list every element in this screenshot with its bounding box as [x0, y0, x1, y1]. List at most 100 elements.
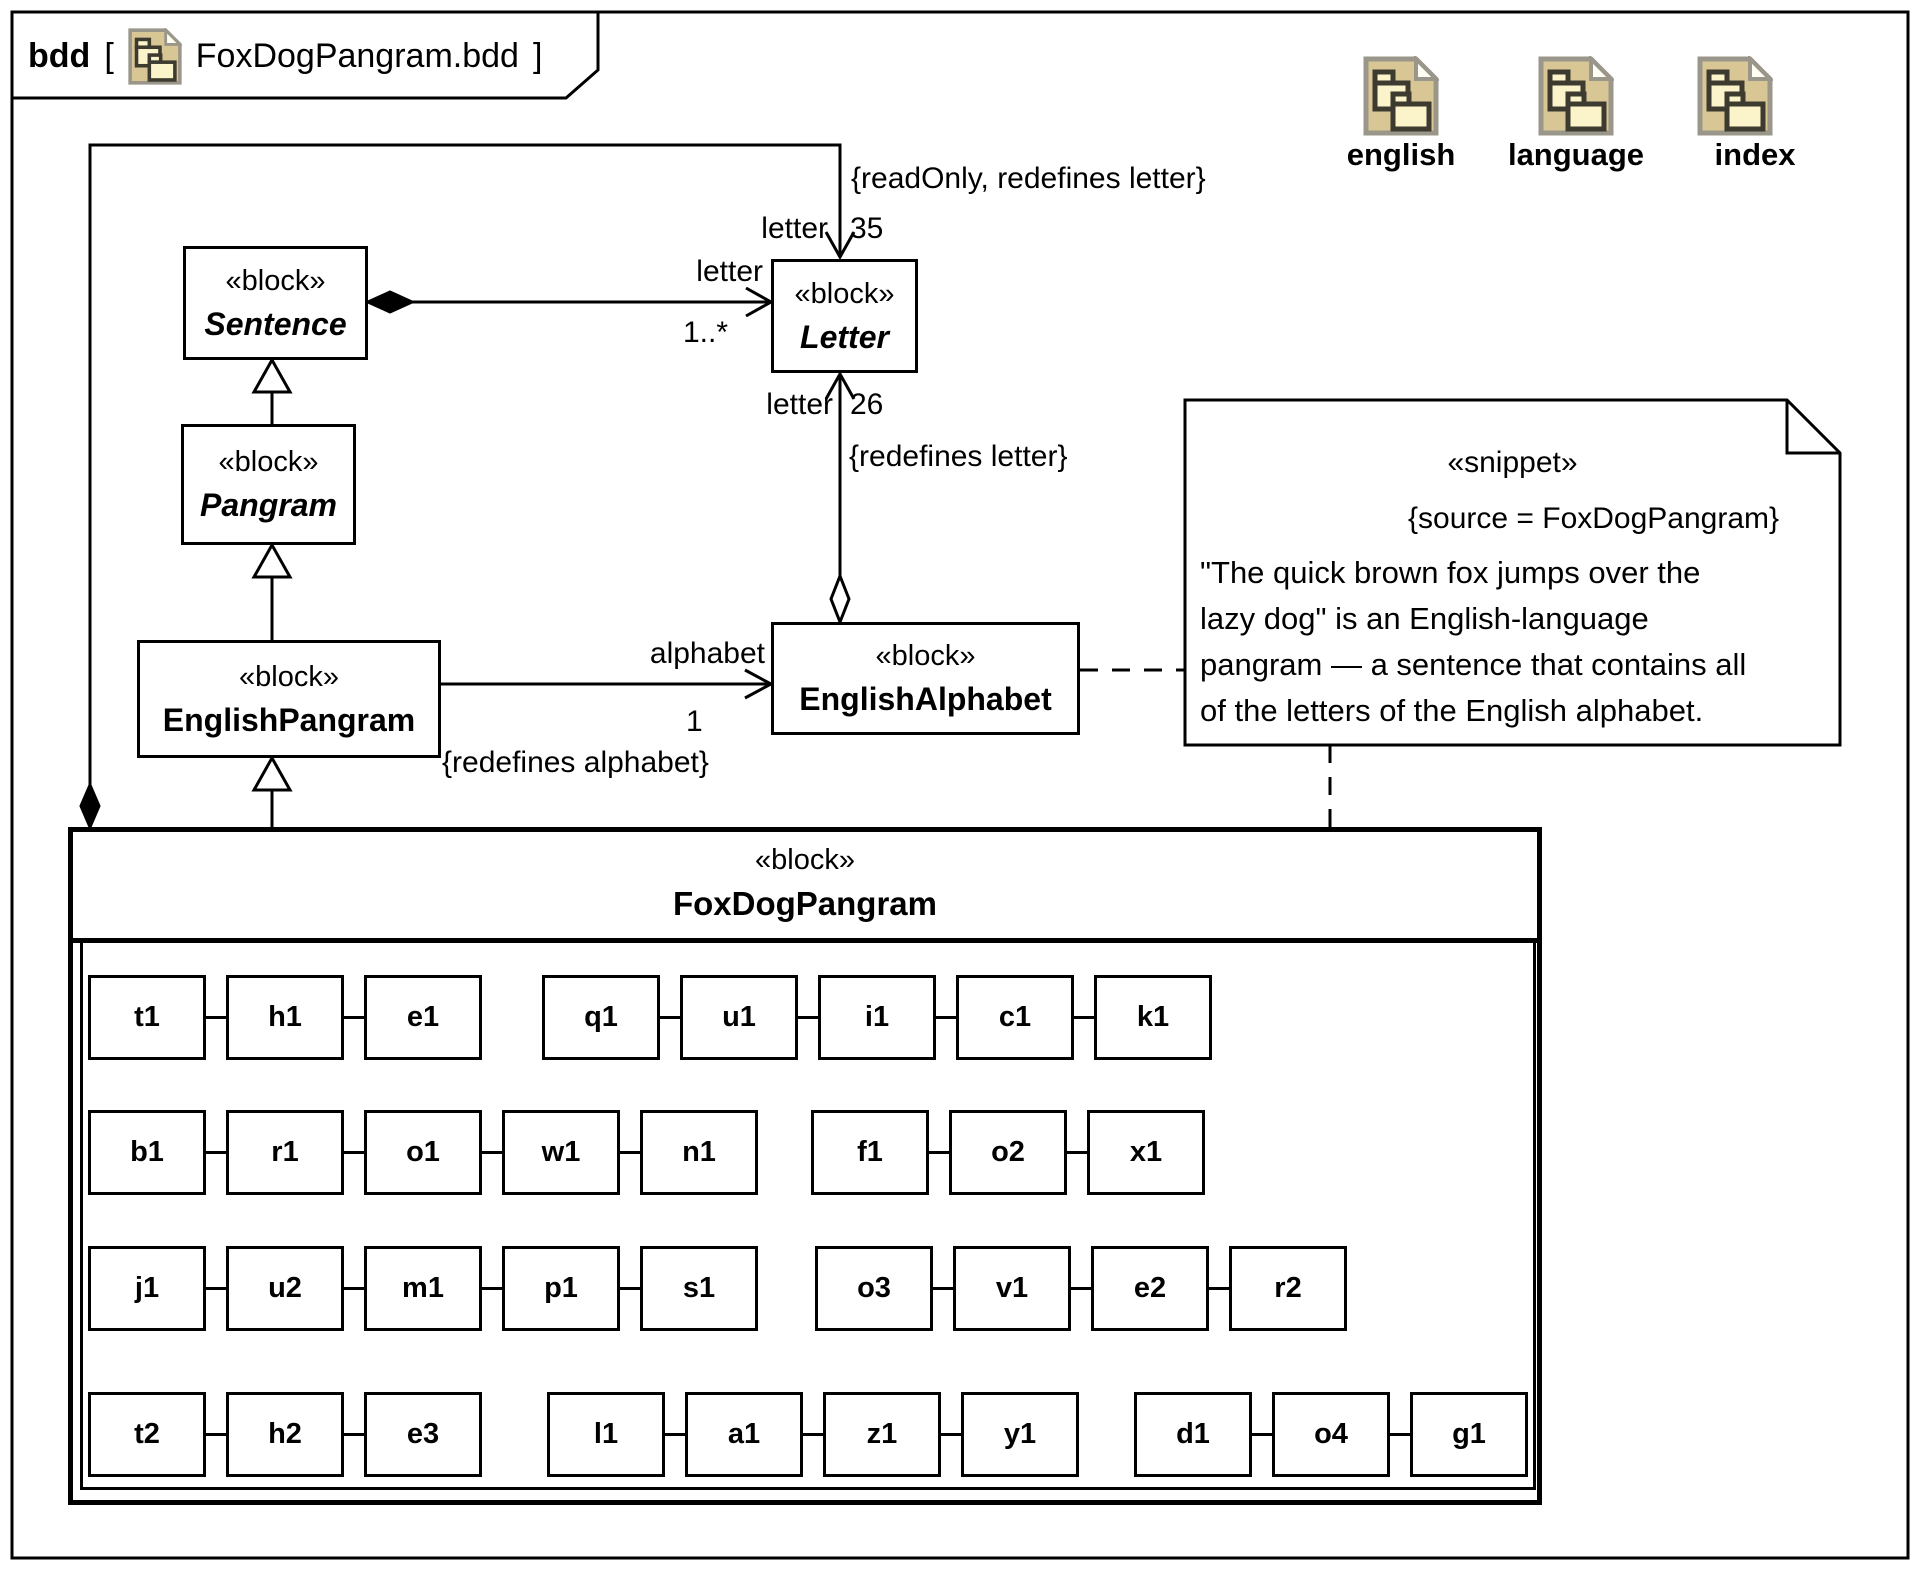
block-letter[interactable]: «block» Letter [771, 259, 918, 373]
part-label: g1 [1452, 1418, 1486, 1450]
language-package-icon[interactable] [1538, 56, 1614, 136]
part-connector [206, 1016, 226, 1019]
block-sentence[interactable]: «block» Sentence [183, 246, 368, 360]
stereotype: «block» [794, 277, 895, 310]
part-f1[interactable]: f1 [811, 1110, 929, 1195]
part-label: z1 [866, 1418, 898, 1450]
multiplicity-26: 26 [850, 388, 884, 421]
diagram-document-icon [128, 27, 182, 85]
part-z1[interactable]: z1 [823, 1392, 941, 1477]
part-n1[interactable]: n1 [640, 1110, 758, 1195]
word-brown: b1 r1 o1 w1 n1 [88, 1110, 758, 1195]
part-q1[interactable]: q1 [542, 975, 660, 1060]
word-the-1: t1 h1 e1 [88, 975, 482, 1060]
part-y1[interactable]: y1 [961, 1392, 1079, 1477]
multiplicity-1: 1 [686, 705, 703, 738]
part-label: e1 [406, 1001, 440, 1033]
block-english-pangram[interactable]: «block» EnglishPangram [137, 640, 441, 758]
frame-keyword: bdd [28, 36, 91, 75]
part-r2[interactable]: r2 [1229, 1246, 1347, 1331]
part-connector [933, 1287, 953, 1290]
part-s1[interactable]: s1 [640, 1246, 758, 1331]
index-icon-label[interactable]: index [1714, 137, 1796, 172]
part-i1[interactable]: i1 [818, 975, 936, 1060]
block-name: Pangram [200, 487, 337, 523]
index-package-icon[interactable] [1697, 56, 1773, 136]
part-a1[interactable]: a1 [685, 1392, 803, 1477]
part-label: h1 [268, 1001, 302, 1033]
part-v1[interactable]: v1 [953, 1246, 1071, 1331]
part-connector [620, 1151, 640, 1154]
part-o4[interactable]: o4 [1272, 1392, 1390, 1477]
frame-title: bdd [ FoxDogPangram.bdd ] [28, 24, 542, 88]
part-o3[interactable]: o3 [815, 1246, 933, 1331]
part-label: r1 [271, 1136, 299, 1168]
part-connector [660, 1016, 680, 1019]
part-connector [482, 1287, 502, 1290]
part-label: h2 [268, 1418, 302, 1450]
part-t1[interactable]: t1 [88, 975, 206, 1060]
role-alphabet: alphabet [649, 637, 765, 670]
open-arrowhead [824, 231, 856, 261]
word-quick: q1 u1 i1 c1 k1 [542, 975, 1212, 1060]
block-english-alphabet[interactable]: «block» EnglishAlphabet [771, 622, 1080, 735]
part-b1[interactable]: b1 [88, 1110, 206, 1195]
part-label: j1 [134, 1272, 160, 1304]
composition-foxdog-letter [79, 143, 856, 831]
part-o2[interactable]: o2 [949, 1110, 1067, 1195]
language-icon-label[interactable]: language [1507, 137, 1645, 172]
part-g1[interactable]: g1 [1410, 1392, 1528, 1477]
role-letter-26: letter [766, 388, 833, 421]
part-label: e3 [406, 1418, 440, 1450]
part-label: s1 [682, 1272, 716, 1304]
part-l1[interactable]: l1 [547, 1392, 665, 1477]
part-e2[interactable]: e2 [1091, 1246, 1209, 1331]
multiplicity-35: 35 [850, 212, 884, 245]
word-the-2: t2 h2 e3 [88, 1392, 482, 1477]
part-connector [1071, 1287, 1091, 1290]
part-m1[interactable]: m1 [364, 1246, 482, 1331]
part-k1[interactable]: k1 [1094, 975, 1212, 1060]
generalization-foxdog-englishpangram [251, 754, 293, 827]
block-pangram[interactable]: «block» Pangram [181, 424, 356, 545]
stereotype: «block» [875, 640, 976, 672]
part-connector [620, 1287, 640, 1290]
part-e3[interactable]: e3 [364, 1392, 482, 1477]
part-u2[interactable]: u2 [226, 1246, 344, 1331]
part-r1[interactable]: r1 [226, 1110, 344, 1195]
part-w1[interactable]: w1 [502, 1110, 620, 1195]
part-o1[interactable]: o1 [364, 1110, 482, 1195]
part-h1[interactable]: h1 [226, 975, 344, 1060]
part-connector [344, 1433, 364, 1436]
fox-dog-pangram-header: «block» FoxDogPangram [68, 827, 1542, 943]
part-p1[interactable]: p1 [502, 1246, 620, 1331]
english-icon-label[interactable]: english [1346, 137, 1456, 172]
word-jumps: j1 u2 m1 p1 s1 [88, 1246, 758, 1331]
note-body: "The quick brown fox jumps over the lazy… [1200, 555, 1747, 728]
filled-diamond [364, 290, 416, 314]
part-label: o1 [406, 1136, 440, 1168]
part-connector [482, 1151, 502, 1154]
part-u1[interactable]: u1 [680, 975, 798, 1060]
part-h2[interactable]: h2 [226, 1392, 344, 1477]
part-label: o3 [857, 1272, 891, 1304]
part-c1[interactable]: c1 [956, 975, 1074, 1060]
part-label: n1 [682, 1136, 716, 1168]
part-j1[interactable]: j1 [88, 1246, 206, 1331]
part-connector [1390, 1433, 1410, 1436]
part-x1[interactable]: x1 [1087, 1110, 1205, 1195]
part-e1[interactable]: e1 [364, 975, 482, 1060]
part-d1[interactable]: d1 [1134, 1392, 1252, 1477]
diagram-frame [10, 10, 1910, 1560]
part-label: w1 [541, 1136, 581, 1168]
diagram-name: FoxDogPangram.bdd [195, 36, 519, 75]
part-connector [941, 1433, 961, 1436]
block-name: Sentence [204, 305, 347, 342]
generalization-englishpangram-pangram [251, 541, 293, 640]
filled-diamond [79, 781, 101, 831]
part-t2[interactable]: t2 [88, 1392, 206, 1477]
part-label: d1 [1176, 1418, 1210, 1450]
part-connector [1209, 1287, 1229, 1290]
english-package-icon[interactable] [1363, 56, 1439, 136]
part-label: k1 [1136, 1001, 1170, 1033]
